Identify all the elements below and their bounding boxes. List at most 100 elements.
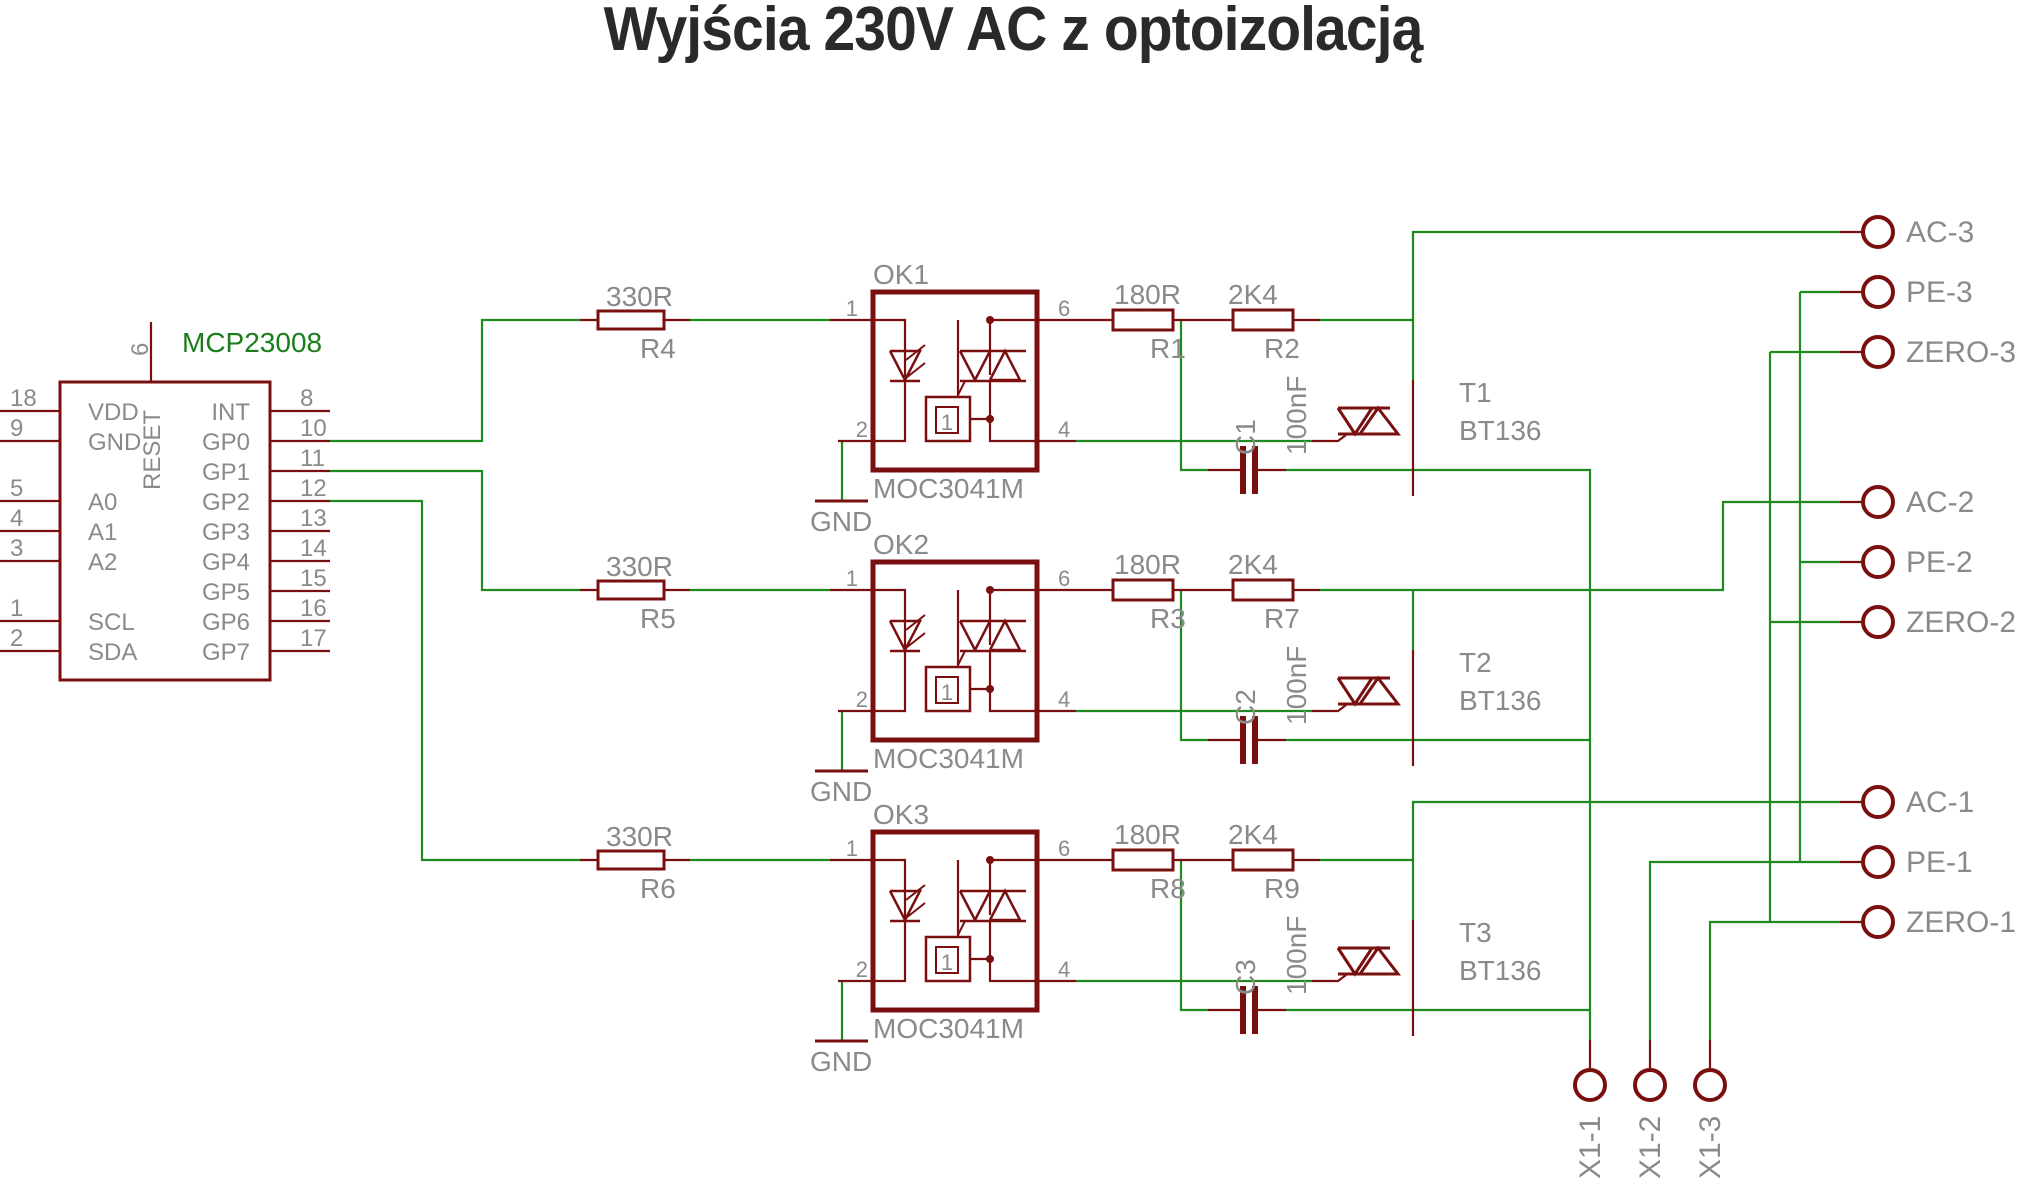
light-arrow-icon	[905, 362, 926, 379]
resistor-value: 180R	[1114, 819, 1181, 850]
light-arrow-icon	[905, 884, 926, 901]
light-arrow-icon	[905, 614, 926, 631]
terminal-pe-2-icon	[1861, 545, 1895, 579]
zero-cross-label: 1	[941, 680, 953, 705]
wire-pe-1	[1648, 860, 1840, 1040]
zero-cross-label: 1	[941, 950, 953, 975]
ic-pin-name: INT	[211, 399, 250, 426]
ic-pin-number: 16	[300, 595, 327, 622]
capacitor-c3	[1240, 986, 1246, 1034]
terminal-label: PE-1	[1906, 846, 1973, 879]
resistor-ref: R6	[640, 873, 676, 904]
resistor-value: 180R	[1114, 279, 1181, 310]
zero-cross-inner	[935, 946, 959, 974]
zero-cross-inner	[935, 676, 959, 704]
resistor-r2	[1231, 308, 1295, 332]
wires	[330, 230, 1840, 1041]
ic-pin-name: A2	[88, 549, 117, 576]
capacitor-c2	[1240, 716, 1246, 764]
ic-pin-number: 2	[10, 625, 23, 652]
zero-cross-inner	[935, 406, 959, 434]
ic-pin-name: A1	[88, 519, 117, 546]
opto-pin-number: 4	[1058, 417, 1070, 442]
triac-gate	[1312, 704, 1347, 713]
triac-ref: T3	[1459, 917, 1492, 948]
terminal-label: X1-1	[1574, 1116, 1607, 1179]
opto-ok3	[870, 829, 1040, 1013]
ic-pin-name: GP1	[202, 459, 250, 486]
ic-pin-name: SDA	[88, 639, 137, 666]
opto-ref: OK1	[873, 259, 929, 290]
wire-gp-to-resistor	[330, 499, 580, 862]
ic-pin-number: 1	[10, 595, 23, 622]
resistor-ref: R3	[1150, 603, 1186, 634]
ic-pin-name: GP5	[202, 579, 250, 606]
junction-dot	[986, 415, 994, 423]
wire-ac-3	[1411, 230, 1840, 380]
ic-pin-number: 12	[300, 475, 327, 502]
junction-dot	[986, 586, 994, 594]
wire-ac-2	[1320, 500, 1840, 592]
terminal-label: ZERO-3	[1906, 336, 2016, 369]
resistor-r6	[596, 849, 666, 871]
ic-pin-name: A0	[88, 489, 117, 516]
led-icon	[888, 889, 923, 923]
opto-ok2	[870, 559, 1040, 743]
terminal-label: AC-2	[1906, 486, 1974, 519]
wire-zero-1	[1708, 920, 1840, 1040]
ic-pin-name: GP7	[202, 639, 250, 666]
resistor-value: 2K4	[1228, 279, 1278, 310]
resistor-value: 330R	[606, 551, 673, 582]
ic-pin-number: 14	[300, 535, 327, 562]
capacitor-ref: C1	[1230, 419, 1261, 455]
ic-pin-number: 15	[300, 565, 327, 592]
opto-ref: OK3	[873, 799, 929, 830]
terminal-label: X1-2	[1634, 1116, 1667, 1179]
zero-cross-label: 1	[941, 410, 953, 435]
terminal-zero-3-icon	[1861, 335, 1895, 369]
ic-pin-number: 17	[300, 625, 327, 652]
ic-pin-name: GP3	[202, 519, 250, 546]
resistor-r4	[596, 309, 666, 331]
opto-pin-number: 6	[1058, 296, 1070, 321]
light-arrow-icon	[905, 632, 926, 649]
triac-gate	[1312, 974, 1347, 983]
opto-part: MOC3041M	[873, 1013, 1024, 1044]
resistor-value: 2K4	[1228, 549, 1278, 580]
resistor-value: 180R	[1114, 549, 1181, 580]
resistor-value: 2K4	[1228, 819, 1278, 850]
ic-pin-name: GND	[88, 429, 141, 456]
resistor-ref: R1	[1150, 333, 1186, 364]
opto-pin-number: 6	[1058, 566, 1070, 591]
wire-snubber	[1179, 590, 1208, 742]
resistor-ref: R5	[640, 603, 676, 634]
ic-pin-number: 11	[300, 445, 325, 472]
resistor-r8	[1111, 848, 1175, 872]
resistor-ref: R2	[1264, 333, 1300, 364]
ic-pin-number: 10	[300, 415, 327, 442]
capacitor-plate	[1252, 716, 1258, 764]
opto-pin-number: 2	[856, 957, 868, 982]
resistor-ref: R8	[1150, 873, 1186, 904]
opto-pin-number: 2	[856, 687, 868, 712]
terminal-label: ZERO-1	[1906, 906, 2016, 939]
terminal-zero-1-icon	[1861, 905, 1895, 939]
terminal-ac-3-icon	[1861, 215, 1895, 249]
led-icon	[888, 349, 923, 383]
resistor-ref: R4	[640, 333, 676, 364]
capacitor-value: 100nF	[1281, 646, 1312, 725]
opto-ok1	[870, 289, 1040, 473]
opto-ref: OK2	[873, 529, 929, 560]
terminal-label: AC-1	[1906, 786, 1974, 819]
capacitor-plate	[1252, 446, 1258, 494]
terminal-ac-1-icon	[1861, 785, 1895, 819]
ic-pin-name: GP6	[202, 609, 250, 636]
terminal-label: PE-3	[1906, 276, 1973, 309]
opto-part: MOC3041M	[873, 743, 1024, 774]
ic-pin-name: GP4	[202, 549, 250, 576]
capacitor-ref: C3	[1230, 959, 1261, 995]
opto-part: MOC3041M	[873, 473, 1024, 504]
resistor-ref: R7	[1264, 603, 1300, 634]
